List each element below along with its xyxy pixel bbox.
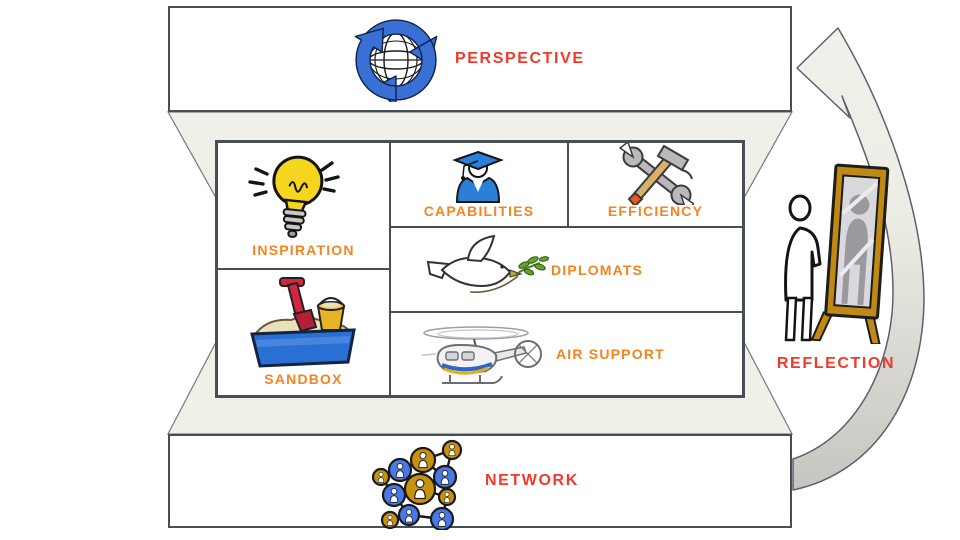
- efficiency-label: EFFICIENCY: [607, 203, 704, 219]
- people-network-icon: [367, 438, 467, 530]
- bucket: [316, 297, 346, 331]
- network-box: NETWORK: [168, 434, 792, 530]
- perspective-box: PERSPECTIVE: [168, 6, 792, 112]
- network-label: NETWORK: [485, 472, 579, 489]
- inspiration-cell: INSPIRATION: [217, 142, 390, 269]
- capability-grid: INSPIRATION SANDBOX: [215, 140, 745, 398]
- dove-olive-branch-icon: [426, 234, 551, 304]
- wrench-hammer-icon: [619, 143, 694, 205]
- sandbox-cell: SANDBOX: [217, 269, 390, 396]
- inspiration-label: INSPIRATION: [252, 242, 355, 258]
- mirror-person-icon: [778, 152, 893, 344]
- globe-recycle-icon: [348, 16, 444, 102]
- air-support-cell: AIR SUPPORT: [390, 312, 743, 396]
- reflection-label: REFLECTION: [776, 355, 896, 372]
- diplomats-cell: DIPLOMATS: [390, 227, 743, 312]
- helicopter-icon: [416, 321, 551, 393]
- air-support-label: AIR SUPPORT: [556, 346, 665, 362]
- capabilities-label: CAPABILITIES: [423, 203, 535, 219]
- perspective-label: PERSPECTIVE: [455, 50, 585, 67]
- efficiency-cell: EFFICIENCY: [568, 142, 743, 227]
- lightbulb-icon: [236, 149, 351, 244]
- sandbox-icon: [246, 272, 361, 370]
- hammer: [627, 144, 693, 205]
- diplomats-label: DIPLOMATS: [551, 261, 644, 278]
- capabilities-cell: CAPABILITIES: [390, 142, 568, 227]
- shovel: [279, 277, 318, 333]
- graduate-icon: [449, 144, 507, 204]
- sandbox-label: SANDBOX: [264, 371, 343, 387]
